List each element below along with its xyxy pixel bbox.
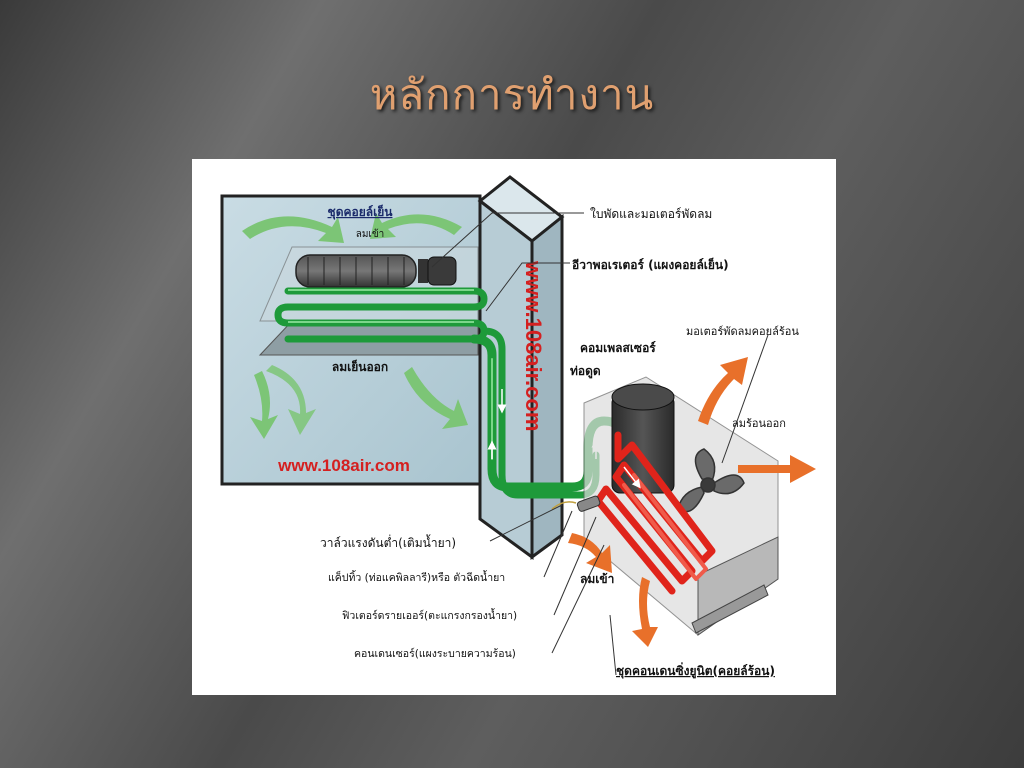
evaporator-coil-highlight <box>288 289 474 323</box>
capillary-tube <box>551 501 577 510</box>
outdoor-air-in-arrows <box>568 533 658 647</box>
blower-fan <box>295 254 417 288</box>
indoor-unit-title: ชุดคอยล์เย็น <box>328 204 394 220</box>
callout-condenser: คอนเดนเซอร์(แผงระบายความร้อน) <box>354 647 516 660</box>
callout-condensing-unit: ชุดคอนเดนซิ่งยูนิต(คอยล์ร้อน) <box>616 662 775 679</box>
callout-suction-pipe: ท่อดูด <box>570 364 601 379</box>
cool-air-out-label: ลมเย็นออก <box>332 359 388 374</box>
callout-evaporator: อีวาพอเรเตอร์ (แผงคอยล์เย็น) <box>572 257 729 272</box>
callout-low-pressure-valve: วาล์วแรงดันต่ำ(เติมน้ำยา) <box>320 534 456 550</box>
callout-filter-drier: ฟิวเตอร์ดรายเออร์(ตะแกรงกรองน้ำยา) <box>342 608 517 622</box>
slide-title: หลักการทำงาน <box>369 70 655 119</box>
callout-fan-motor: ใบพัดและมอเตอร์พัดลม <box>590 207 712 221</box>
indoor-cool-air-arrows <box>250 365 468 439</box>
indoor-air-in-label: ลมเข้า <box>356 228 385 240</box>
callout-capillary: แค็ปทิ้ว (ท่อแคพิลลารี)หรือ ตัวฉีดน้ำยา <box>328 570 505 584</box>
fan-motor <box>418 256 457 286</box>
indoor-air-in-arrows <box>242 213 462 243</box>
condenser-coil <box>594 431 716 595</box>
filter-drier <box>576 495 601 512</box>
callout-leader-lines <box>431 212 769 676</box>
callout-hot-air-out: ลมร้อนออก <box>732 417 786 430</box>
condenser-fan <box>677 448 745 513</box>
callout-air-in-outdoor: ลมเข้า <box>580 572 614 586</box>
callout-condenser-fan-motor: มอเตอร์พัดลมคอยล์ร้อน <box>686 325 799 338</box>
hot-air-out-arrows <box>698 357 816 483</box>
indoor-website-label: www.108air.com <box>277 456 410 475</box>
condenser-coil-arrows <box>623 466 641 489</box>
callout-compressor: คอมเพลสเซอร์ <box>580 341 656 355</box>
pipe-watermark: www.108air.com <box>521 260 546 431</box>
refrigeration-diagram: www.108air.com ชุดคอยล์เย็น ลมเข้า ลมเย็… <box>192 159 836 695</box>
